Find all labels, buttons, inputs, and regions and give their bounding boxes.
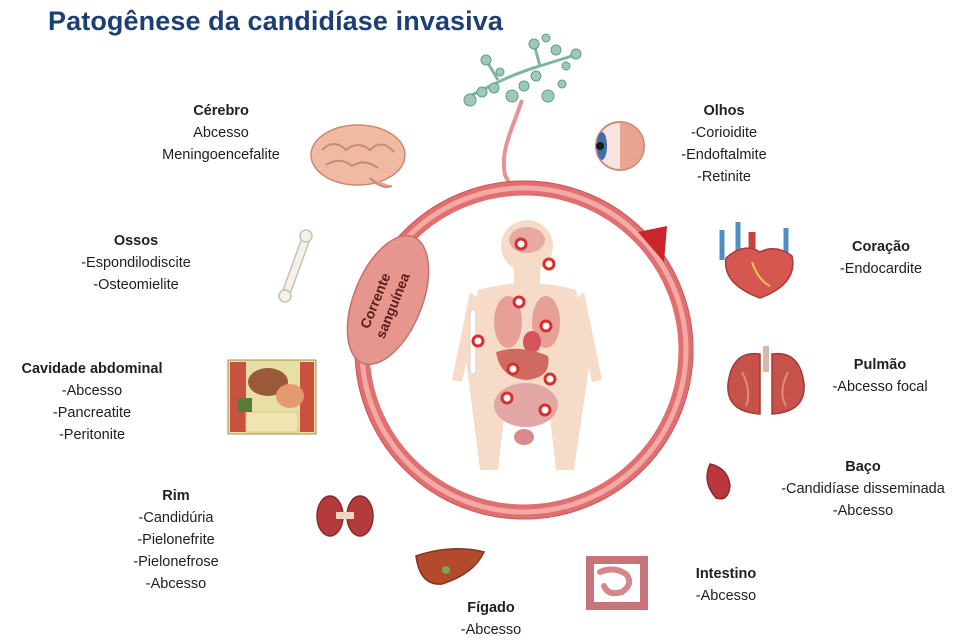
label-olhos: Olhos -Corioidite -Endoftalmite -Retinit… — [681, 100, 766, 188]
label-item: -Osteomielite — [81, 274, 191, 296]
label-item: -Peritonite — [21, 424, 162, 446]
label-item: -Abcesso — [461, 619, 521, 641]
page-title: Patogênese da candidíase invasiva — [48, 6, 503, 37]
label-item: -Abcesso — [21, 380, 162, 402]
label-cavidade-abdominal: Cavidade abdominal -Abcesso -Pancreatite… — [21, 358, 162, 446]
brain-icon — [311, 125, 405, 187]
eye-icon — [596, 122, 644, 170]
label-item: -Candidúria — [133, 507, 218, 529]
label-item: -Pielonefrose — [133, 551, 218, 573]
intestine-icon — [590, 560, 644, 606]
label-title: Rim — [133, 485, 218, 507]
heart-icon — [722, 222, 793, 298]
label-title: Cavidade abdominal — [21, 358, 162, 380]
bloodstream-badge: Corrente sanguínea — [331, 224, 445, 376]
label-ossos: Ossos -Espondilodiscite -Osteomielite — [81, 230, 191, 296]
label-item: -Pancreatite — [21, 402, 162, 424]
label-item: -Espondilodiscite — [81, 252, 191, 274]
fungus-icon — [464, 34, 581, 106]
label-item: -Endocardite — [840, 258, 922, 280]
label-item: -Retinite — [681, 166, 766, 188]
label-intestino: Intestino -Abcesso — [696, 563, 756, 607]
fungus-stem — [504, 100, 522, 190]
label-item: -Endoftalmite — [681, 144, 766, 166]
lungs-icon — [728, 346, 804, 414]
label-item: -Candidíase disseminada — [781, 478, 945, 500]
label-title: Fígado — [461, 597, 521, 619]
label-title: Baço — [781, 456, 945, 478]
label-coracao: Coração -Endocardite — [840, 236, 922, 280]
label-baco: Baço -Candidíase disseminada -Abcesso — [781, 456, 945, 522]
label-title: Coração — [840, 236, 922, 258]
label-figado: Fígado -Abcesso — [461, 597, 521, 641]
label-item: -Abcesso — [133, 573, 218, 595]
label-item: -Abcesso focal — [832, 376, 927, 398]
label-pulmao: Pulmão -Abcesso focal — [832, 354, 927, 398]
label-title: Ossos — [81, 230, 191, 252]
label-cerebro: Cérebro Abcesso Meningoencefalite — [162, 100, 280, 166]
label-rim: Rim -Candidúria -Pielonefrite -Pielonefr… — [133, 485, 218, 595]
label-item: -Corioidite — [681, 122, 766, 144]
label-title: Cérebro — [162, 100, 280, 122]
label-item: -Abcesso — [781, 500, 945, 522]
bone-icon — [279, 230, 312, 302]
liver-icon — [416, 549, 484, 584]
label-title: Olhos — [681, 100, 766, 122]
label-item: Abcesso — [162, 122, 280, 144]
abdomen-icon — [228, 360, 316, 434]
label-title: Intestino — [696, 563, 756, 585]
kidneys-icon — [317, 496, 373, 536]
label-title: Pulmão — [832, 354, 927, 376]
spleen-icon — [707, 464, 730, 499]
human-body-icon — [452, 220, 602, 470]
label-item: -Pielonefrite — [133, 529, 218, 551]
label-item: Meningoencefalite — [162, 144, 280, 166]
label-item: -Abcesso — [696, 585, 756, 607]
